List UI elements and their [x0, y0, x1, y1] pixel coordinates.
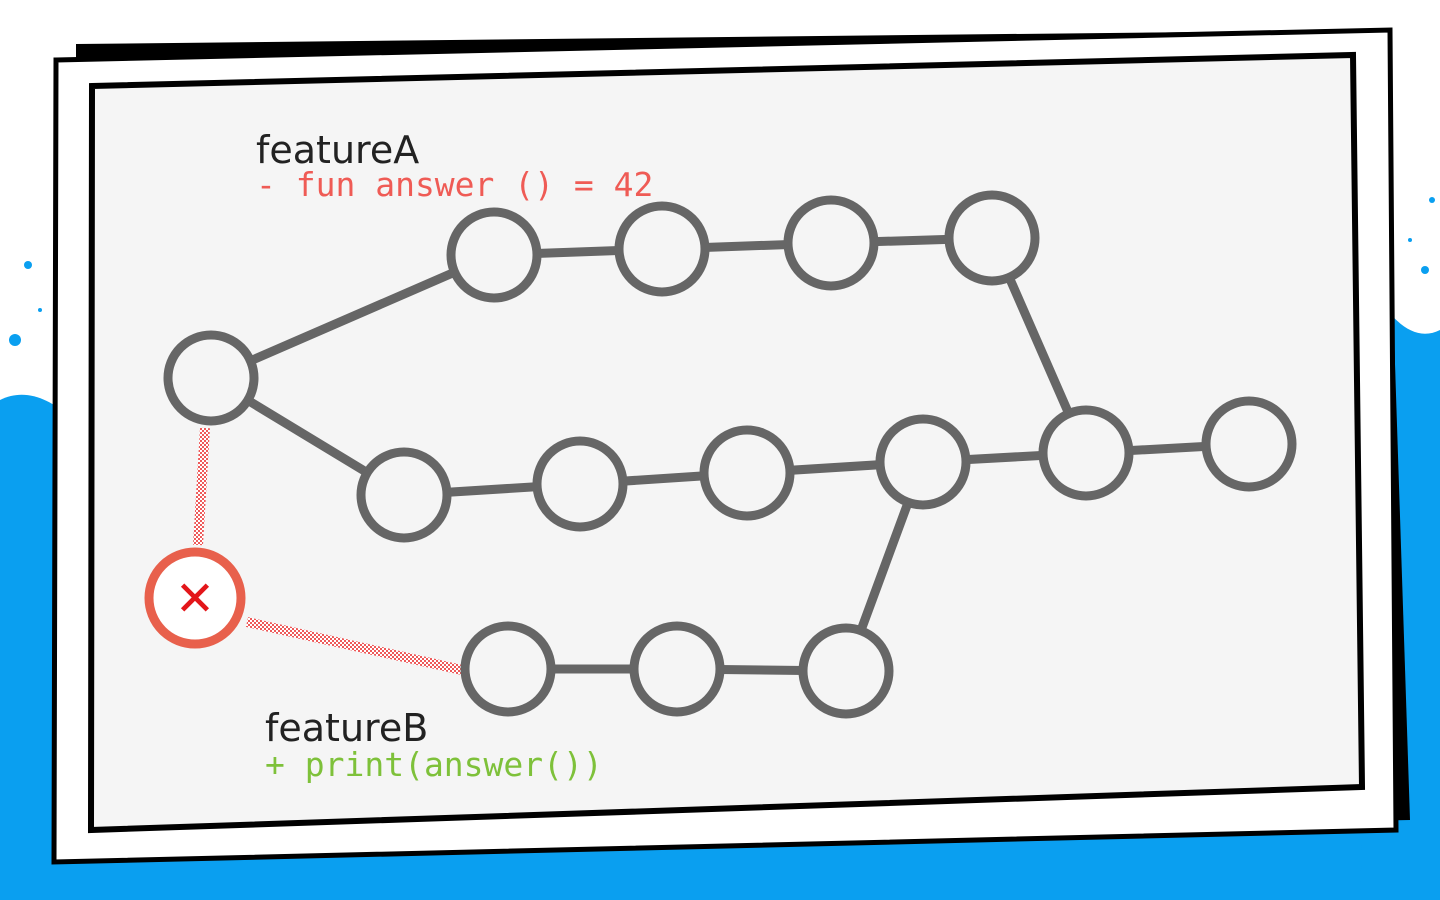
commit-node: [163, 330, 259, 426]
commit-node: [798, 623, 894, 719]
commit-node: [944, 190, 1040, 286]
commit-node: [614, 201, 710, 297]
conflict-links: [193, 427, 464, 675]
commit-node: [446, 207, 542, 303]
commit-nodes: [163, 190, 1297, 719]
commit-node: [1038, 405, 1134, 501]
commit-node: [356, 447, 452, 543]
commit-node: [783, 195, 879, 291]
commit-node: [629, 621, 725, 717]
conflict-x-icon: ✕: [175, 571, 215, 627]
branch-label-featureA: featureA: [256, 128, 419, 172]
branch-label-featureB: featureB: [265, 706, 428, 750]
commit-node: [699, 425, 795, 521]
conflict-node: ✕: [144, 547, 246, 649]
commit-node: [1201, 396, 1297, 492]
commit-node: [460, 621, 556, 717]
commit-node: [875, 414, 971, 510]
branch-diff-featureB: + print(answer()): [265, 745, 603, 784]
branch-diff-featureA: - fun answer () = 42: [256, 165, 653, 204]
edge: [206, 250, 499, 383]
commit-node: [532, 436, 628, 532]
